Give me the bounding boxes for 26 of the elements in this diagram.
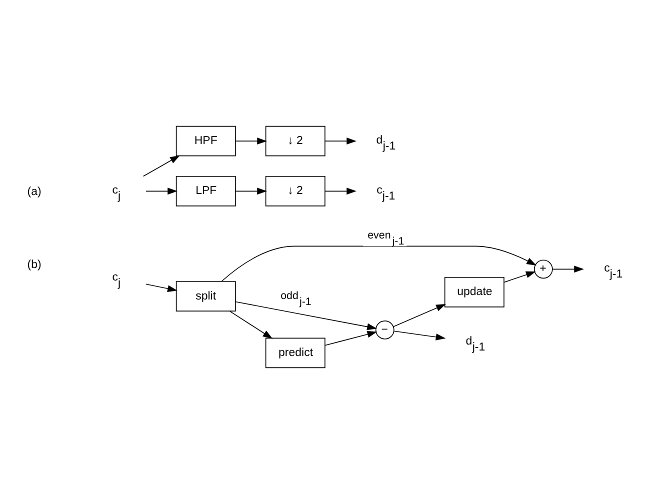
node-box: update: [444, 276, 504, 308]
arrow: [146, 284, 178, 292]
arrow: [552, 266, 584, 273]
arrow: [504, 271, 536, 283]
node-box: ↓ 2: [265, 126, 326, 156]
node-box: split: [176, 281, 236, 312]
arrow: [235, 301, 377, 330]
arrow: [142, 155, 180, 177]
arrow: [221, 246, 536, 282]
arrow: [324, 138, 356, 145]
arrow: [235, 138, 267, 145]
label: (b): [27, 259, 42, 272]
arrow: [324, 188, 356, 195]
node-box: ↓ 2: [265, 176, 326, 206]
node-box: predict: [265, 338, 326, 368]
label: (a): [27, 186, 42, 198]
arrow: [229, 310, 273, 339]
node-circle: +: [534, 260, 553, 279]
node-box: LPF: [176, 176, 236, 206]
node-circle: −: [375, 320, 394, 340]
arrow: [235, 188, 267, 195]
arrow: [324, 330, 378, 346]
arrow: [393, 304, 446, 327]
arrow: [394, 330, 446, 340]
arrow: [146, 188, 178, 195]
node-box: HPF: [176, 126, 236, 156]
